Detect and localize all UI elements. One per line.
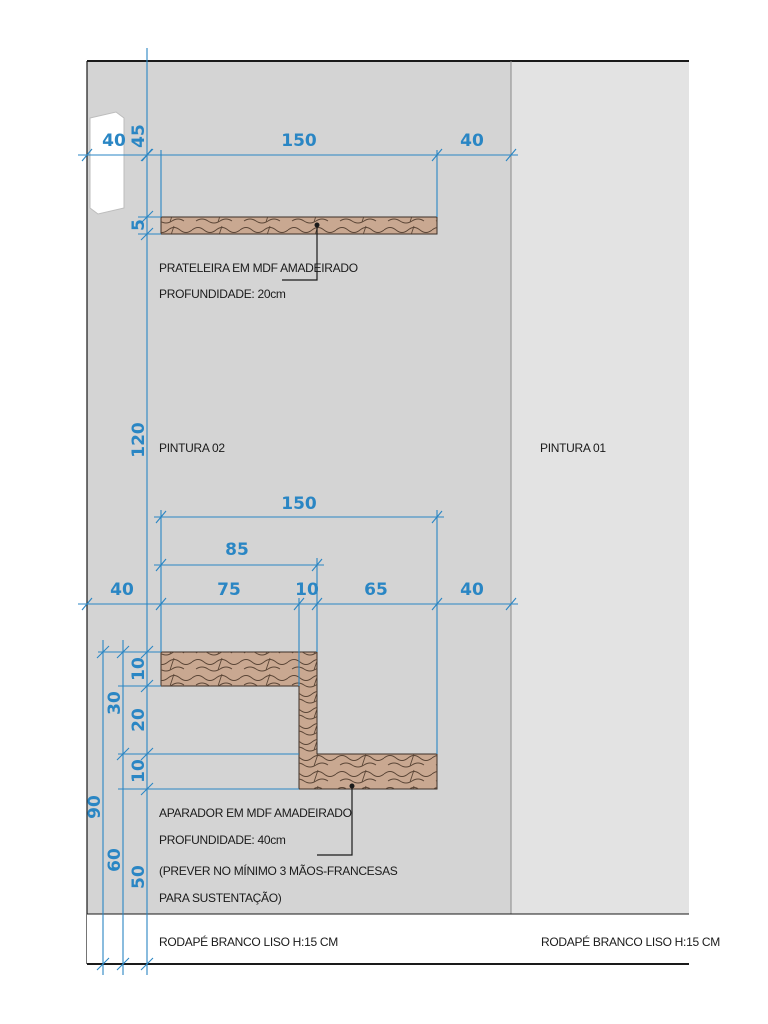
shelf-label-depth: PROFUNDIDADE: 20cm [159, 287, 286, 301]
baseboard [87, 914, 689, 964]
dim-upper-board: 10 [129, 657, 149, 681]
dim-top-right-offset: 40 [460, 131, 484, 151]
sideboard-label-depth: PROFUNDIDADE: 40cm [159, 833, 286, 847]
wall-left-label: PINTURA 02 [159, 441, 225, 455]
baseboard-right-label: RODAPÉ BRANCO LISO H:15 CM [541, 934, 720, 949]
wall-right-label: PINTURA 01 [540, 441, 606, 455]
dim-tick-bc-6 [505, 597, 517, 611]
dim-lower-board: 10 [129, 759, 149, 783]
dim-top-shelf-width: 150 [281, 131, 317, 151]
dim-shelf-to-sideboard: 120 [129, 422, 149, 458]
dim-tick-sb-4 [140, 957, 154, 971]
sideboard-leader-dot [349, 783, 355, 789]
dim-tick-90-bottom [96, 957, 110, 971]
wall-pintura-01 [511, 61, 689, 914]
dim-lower-level-height: 60 [105, 848, 125, 872]
dim-bottom-upper-segment: 75 [217, 580, 241, 600]
dim-tick-bc-1 [81, 597, 93, 611]
dim-tick-30-top [116, 645, 130, 659]
dim-tick-90-top [96, 645, 110, 659]
dim-shelf-top-gap: 45 [129, 124, 149, 148]
dim-tick-sb-1 [140, 679, 154, 693]
dim-shelf-thickness: 5 [129, 219, 149, 231]
sideboard-label-support-2: PARA SUSTENTAÇÃO) [159, 891, 282, 905]
dim-tick-sb-2 [140, 747, 154, 761]
dim-tick-sb-3 [140, 782, 154, 796]
dim-bottom-total-width: 150 [281, 494, 317, 514]
dim-tick-60-bottom [116, 957, 130, 971]
dim-step-height: 20 [129, 708, 149, 732]
dim-bottom-right-offset: 40 [460, 580, 484, 600]
shelf-leader-dot [314, 222, 320, 228]
dim-tick-v-1 [140, 148, 154, 162]
sideboard-grain [161, 652, 437, 789]
shelf-label-material: PRATELEIRA EM MDF AMADEIRADO [159, 261, 358, 275]
shelf-grain [161, 217, 437, 234]
dim-tick-v-3 [140, 227, 154, 241]
dim-tick-top-4 [505, 148, 517, 162]
baseboard-left-label: RODAPÉ BRANCO LISO H:15 CM [159, 934, 338, 949]
dim-below-sideboard: 50 [129, 865, 149, 889]
window-jamb [89, 111, 125, 215]
dim-total-height: 90 [85, 795, 105, 819]
dim-top-left-offset: 40 [102, 131, 126, 151]
dim-bottom-step-width: 85 [225, 540, 249, 560]
dim-bottom-left-offset: 40 [110, 580, 134, 600]
sideboard-leader-line [317, 786, 353, 856]
dim-bottom-lower-segment: 65 [364, 580, 388, 600]
dim-bottom-riser: 10 [295, 580, 319, 600]
sideboard-label-material: APARADOR EM MDF AMADEIRADO [159, 806, 352, 820]
dim-tick-top-1 [81, 148, 93, 162]
sideboard-label-support: (PREVER NO MÍNIMO 3 MÃOS-FRANCESAS [159, 863, 398, 878]
dim-tick-v-2 [140, 210, 154, 224]
shelf-leader-line [282, 225, 318, 281]
dim-tick-30-bottom [116, 747, 130, 761]
dim-below-upper-board: 30 [105, 691, 125, 715]
